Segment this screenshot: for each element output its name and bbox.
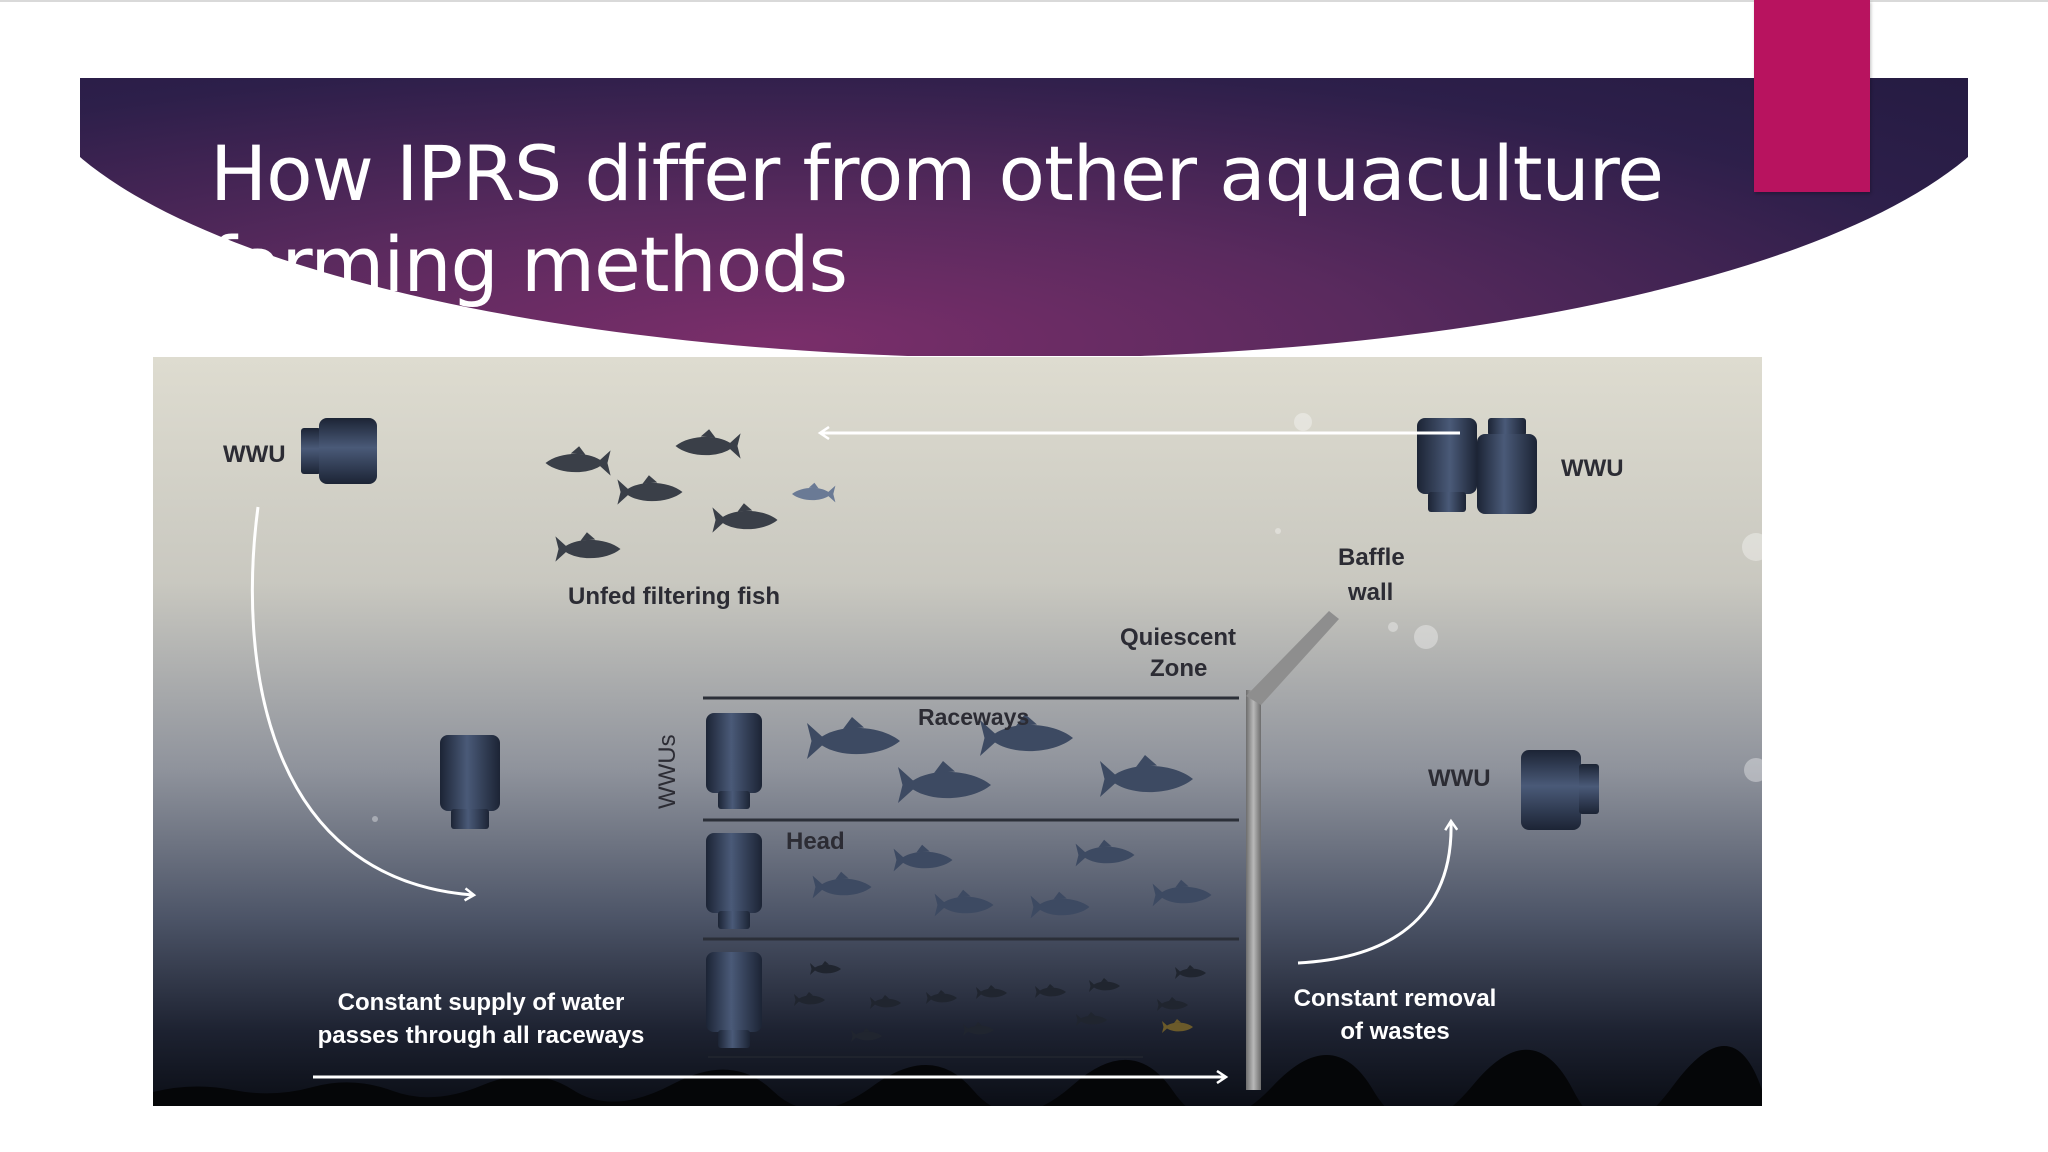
wwu-unit-icon <box>706 952 762 1048</box>
wwu-unit-icon <box>1521 750 1599 830</box>
wwu-label-top-right: WWU <box>1561 455 1624 482</box>
top-border-line <box>0 0 2048 2</box>
accent-rectangle <box>1754 0 1870 192</box>
label-unfed-fish: Unfed filtering fish <box>568 583 780 610</box>
label-quiescent-line-1: Quiescent <box>1120 624 1236 651</box>
label-baffle-line-1: Baffle <box>1338 544 1405 571</box>
raceway-dividers <box>703 696 1239 1058</box>
arrow-icon <box>1297 822 1451 965</box>
label-supply-line-2: passes through all raceways <box>318 1022 645 1049</box>
label-removal-line-2: of wastes <box>1340 1018 1449 1045</box>
label-removal-line-1: Constant removal <box>1294 985 1497 1012</box>
wwu-unit-icon <box>706 713 762 809</box>
wwu-unit-icon <box>706 833 762 929</box>
label-quiescent-line-2: Zone <box>1150 655 1207 682</box>
wwu-label-right: WWU <box>1428 765 1491 792</box>
slide-title-line-2: farming methods <box>210 220 848 309</box>
baffle-wall-icon <box>1246 611 1339 1090</box>
slide-title: How IPRS differ from other aquaculture f… <box>210 128 1710 310</box>
label-wwus-vertical: WWUs <box>654 734 681 809</box>
label-baffle-line-2: wall <box>1347 579 1393 606</box>
arrow-icon <box>250 506 473 895</box>
iprs-diagram: WWU WWU Unfed filtering fish WWUs <box>153 357 1762 1106</box>
label-raceways: Raceways <box>918 704 1029 730</box>
label-supply-line-1: Constant supply of water <box>338 989 625 1016</box>
wwu-label-top-left: WWU <box>223 441 286 468</box>
wwu-unit-icon <box>1477 418 1537 514</box>
label-head: Head <box>786 828 845 855</box>
bubbles <box>372 413 1762 822</box>
slide-title-line-1: How IPRS differ from other aquaculture <box>210 129 1664 218</box>
